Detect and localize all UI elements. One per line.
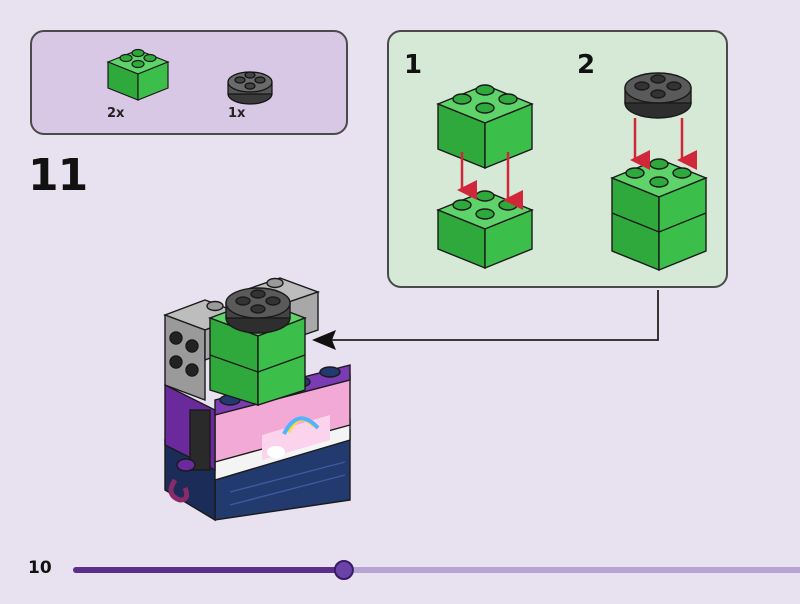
sub-step-2-arrows <box>630 118 697 170</box>
main-model-illustration <box>163 277 351 522</box>
dark-grey-round-plate-icon <box>227 71 273 105</box>
sub-step-number-2: 2 <box>577 50 596 80</box>
parts-list-panel <box>30 30 348 135</box>
step-number: 11 <box>28 150 88 201</box>
part-quantity-round-plate: 1x <box>228 106 246 121</box>
progress-bar <box>73 560 800 580</box>
sub-step-number-1: 1 <box>404 50 423 80</box>
rainbow-unicorn-print-icon <box>267 416 320 458</box>
sub-step-1-illustration <box>436 84 534 270</box>
progress-indicator <box>333 560 354 580</box>
sub-step-1-arrows <box>457 152 523 210</box>
green-brick-2x2-icon <box>106 48 170 101</box>
callout-connector-arrow <box>312 290 659 350</box>
page-number: 10 <box>28 558 52 578</box>
sub-step-2-illustration <box>610 72 708 272</box>
part-quantity-green-brick: 2x <box>107 106 125 121</box>
